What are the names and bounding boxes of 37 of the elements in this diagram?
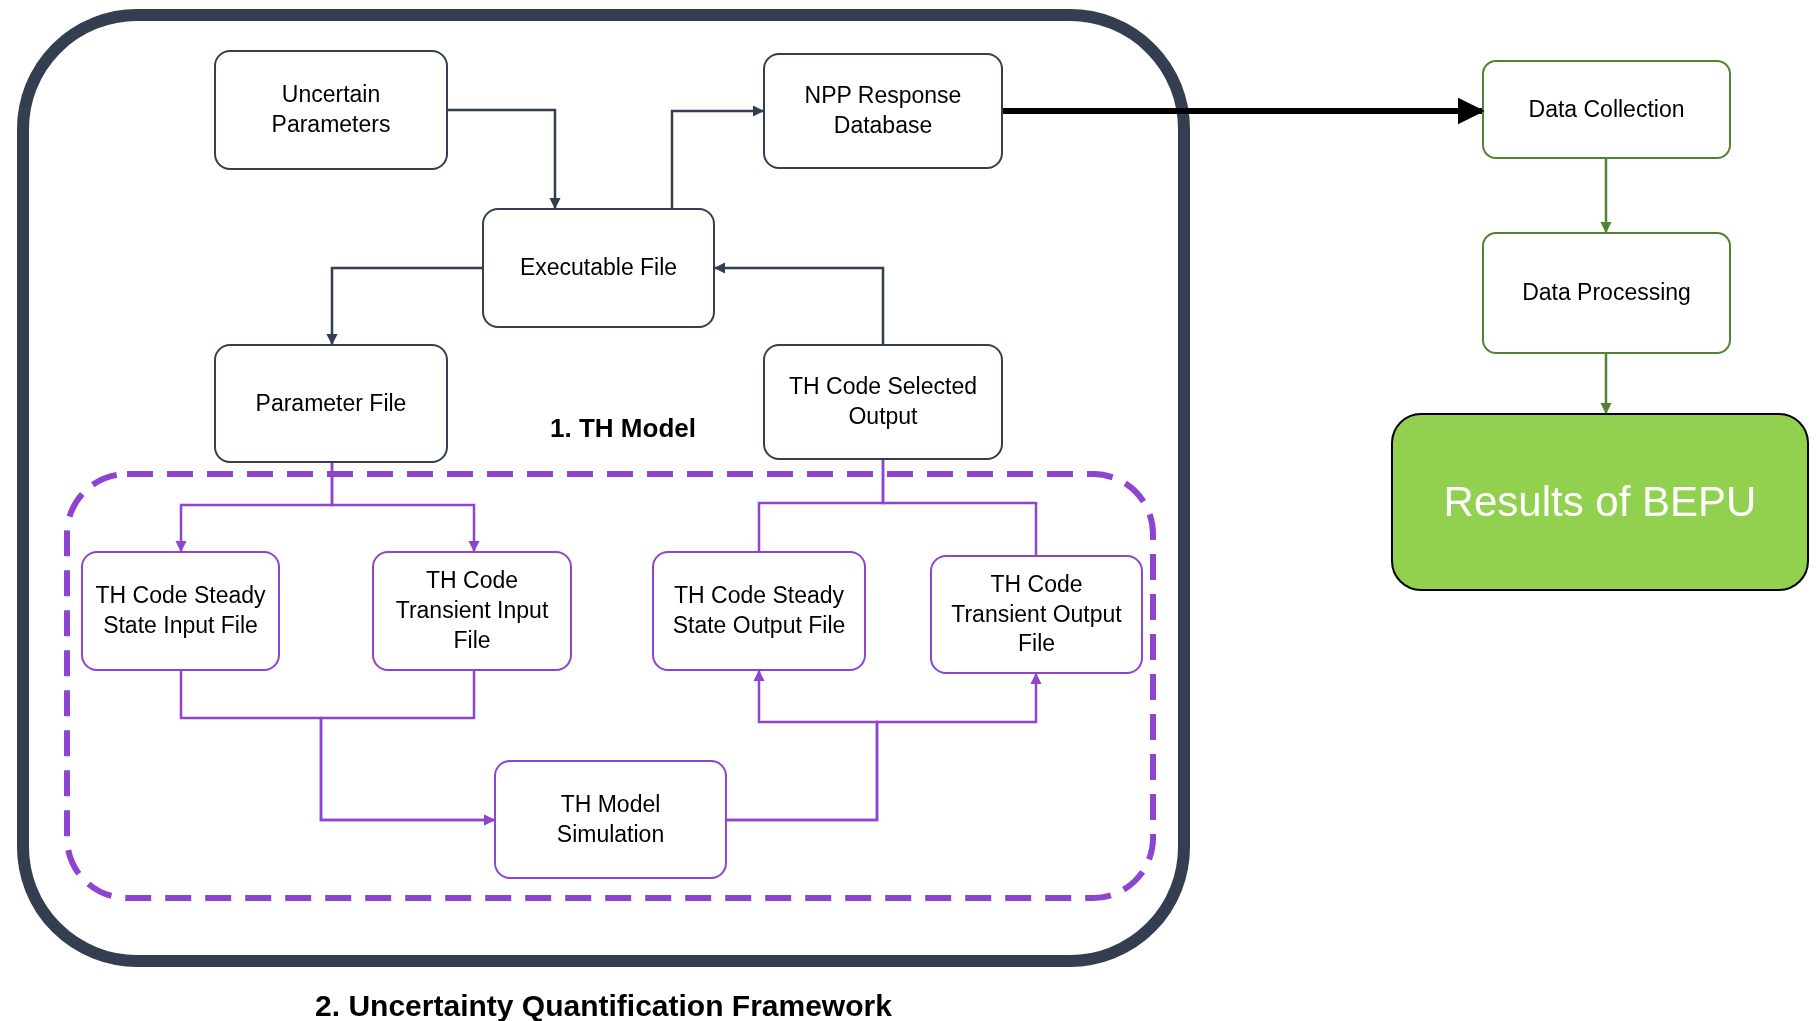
result-box (1391, 413, 1809, 591)
box-label: Parameter File (254, 388, 408, 418)
file-box (652, 551, 866, 671)
result-label: Results of BEPU (1442, 476, 1758, 527)
process-box (214, 344, 448, 463)
box-label: Data Processing (1521, 278, 1692, 308)
box-label: TH Code Selected Output (788, 372, 978, 431)
connector-arrow (713, 262, 885, 344)
connector-arrow (670, 105, 765, 208)
connector-arrow (1600, 354, 1612, 415)
box-label: NPP Response Database (803, 81, 963, 140)
box-label: TH Code Transient Input File (394, 566, 550, 655)
box-label: TH Code Steady State Input File (94, 581, 267, 640)
process-box (214, 50, 448, 170)
connector-arrow (330, 463, 480, 553)
connector-arrow (448, 108, 561, 210)
box-label: TH Code Steady State Output File (671, 581, 847, 640)
file-box (81, 551, 280, 671)
box-label: Uncertain Parameters (270, 80, 392, 139)
box-label: TH Code Transient Output File (950, 569, 1123, 659)
connector-arrow (1003, 97, 1485, 125)
process-box (763, 344, 1003, 460)
connector-arrow (1600, 159, 1612, 234)
file-box (930, 555, 1143, 674)
connector-arrow (326, 266, 482, 346)
file-box (372, 551, 572, 671)
process-box (1482, 60, 1731, 159)
process-box (482, 208, 715, 328)
process-box (763, 53, 1003, 169)
box-label: Data Collection (1527, 94, 1686, 124)
model-heading: 1. TH Model (549, 413, 697, 444)
box-label: Executable File (518, 253, 679, 283)
file-box (494, 760, 727, 879)
box-label: TH Model Simulation (555, 789, 666, 849)
connector-arrow (319, 671, 496, 826)
process-box (1482, 232, 1731, 354)
connector-arrow (727, 672, 1042, 822)
